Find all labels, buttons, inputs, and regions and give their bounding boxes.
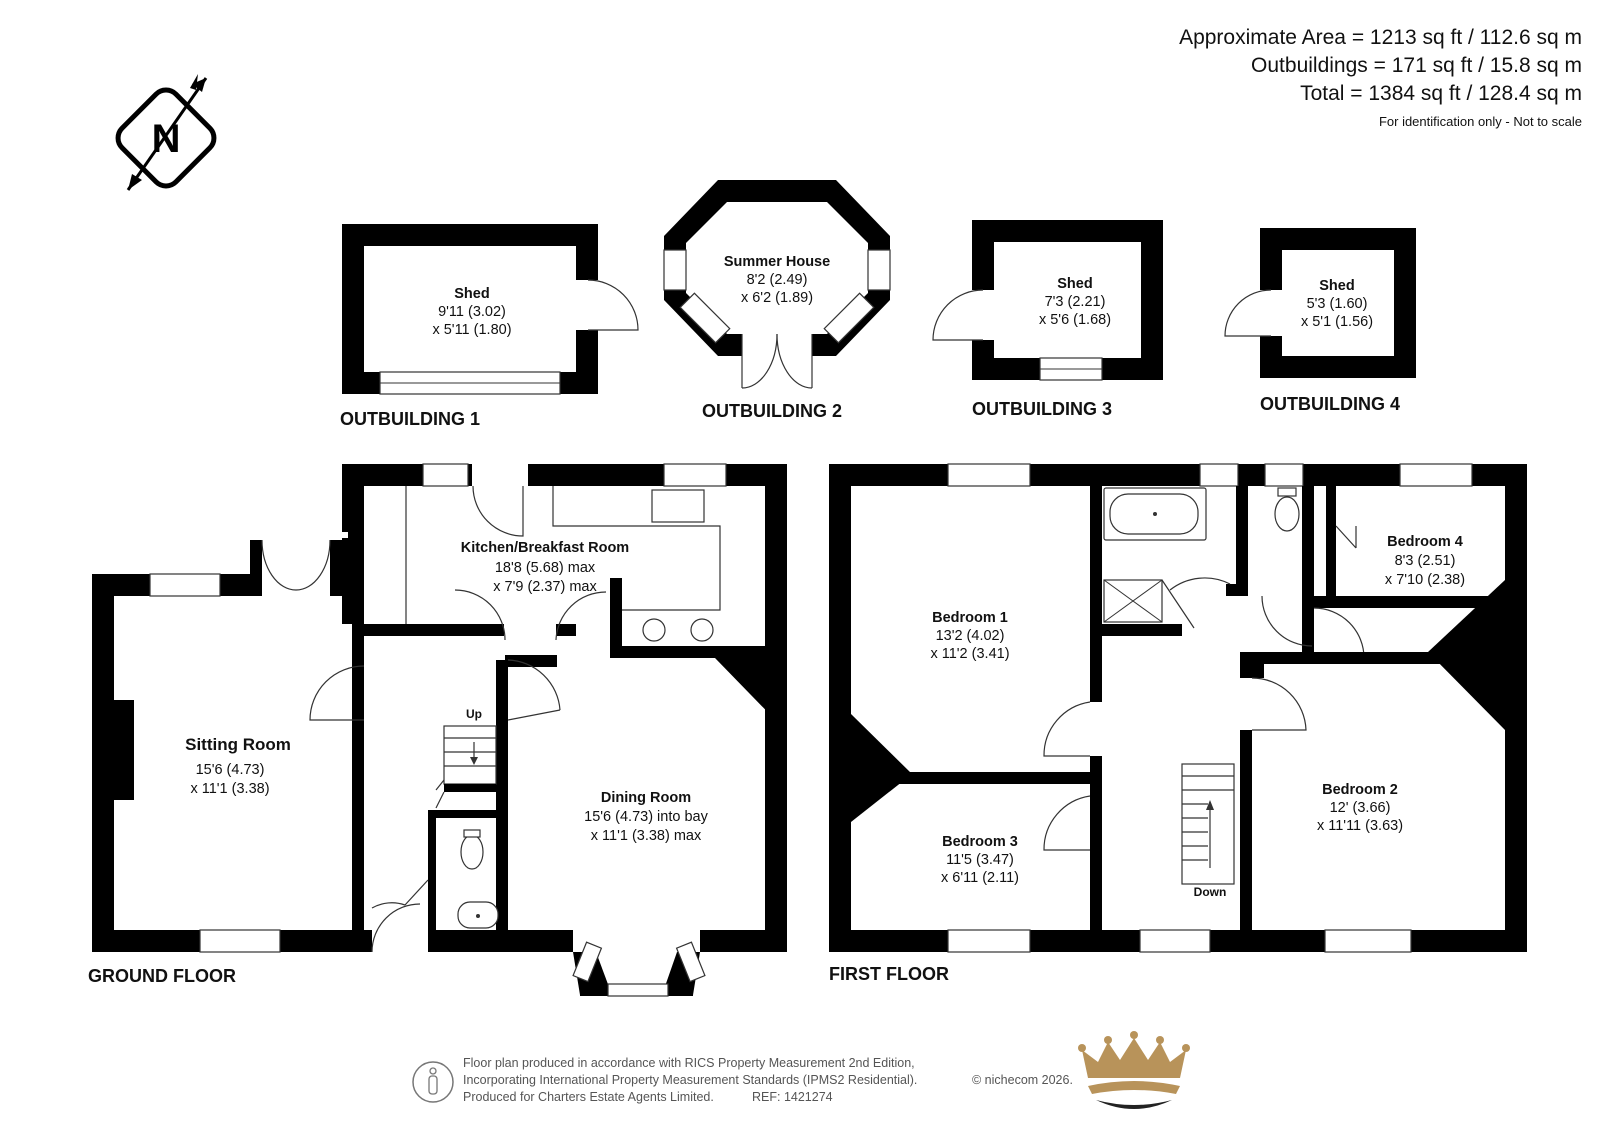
footer-line-2: Incorporating International Property Mea…	[463, 1073, 917, 1087]
outbuilding-2-dim2: x 6'2 (1.89)	[741, 290, 813, 306]
bedroom-1-dim1: 13'2 (4.02)	[936, 628, 1005, 644]
bedroom-1-dim2: x 11'2 (3.41)	[930, 646, 1009, 662]
footer-ref: REF: 1421274	[752, 1090, 833, 1104]
dining-room-name: Dining Room	[601, 790, 691, 806]
outbuilding-2-dim1: 8'2 (2.49)	[747, 272, 808, 288]
outbuilding-4-name: Shed	[1319, 278, 1354, 294]
footer: Floor plan produced in accordance with R…	[412, 1031, 1190, 1109]
bedroom-3-name: Bedroom 3	[942, 834, 1018, 850]
outbuilding-1-label: OUTBUILDING 1	[340, 409, 480, 429]
outbuilding-4-dim1: 5'3 (1.60)	[1307, 296, 1368, 312]
kitchen-dim1: 18'8 (5.68) max	[495, 560, 596, 576]
person-icon	[412, 1061, 454, 1103]
outbuildings-area: Outbuildings = 171 sq ft / 15.8 sq m	[1251, 54, 1582, 77]
first-floor-plan: Down Bedroom 1 13'2 (4.02) x 11'2 (3.41)…	[829, 463, 1527, 984]
outbuilding-3-name: Shed	[1057, 276, 1092, 292]
approximate-area: Approximate Area = 1213 sq ft / 112.6 sq…	[1179, 26, 1582, 49]
kitchen-dim2: x 7'9 (2.37) max	[493, 579, 597, 595]
compass-letter: N	[152, 117, 181, 161]
first-stairs-label: Down	[1194, 885, 1227, 899]
bedroom-4-dim2: x 7'10 (2.38)	[1385, 572, 1465, 588]
crown-logo	[1078, 1031, 1190, 1109]
footer-line-3: Produced for Charters Estate Agents Limi…	[463, 1090, 714, 1104]
dining-room-dim1: 15'6 (4.73) into bay	[584, 809, 708, 825]
outbuilding-2: Summer House 8'2 (2.49) x 6'2 (1.89) OUT…	[663, 180, 891, 421]
outbuilding-1-name: Shed	[454, 286, 489, 302]
dining-room-dim2: x 11'1 (3.38) max	[591, 828, 702, 844]
bedroom-2-dim2: x 11'11 (3.63)	[1317, 818, 1403, 834]
outbuilding-1-dim2: x 5'11 (1.80)	[432, 322, 511, 338]
footer-copyright: © nichecom 2026.	[972, 1073, 1073, 1087]
bedroom-3-dim2: x 6'11 (2.11)	[941, 870, 1019, 886]
area-summary: Approximate Area = 1213 sq ft / 112.6 sq…	[1179, 26, 1582, 129]
bedroom-2-dim1: 12' (3.66)	[1330, 800, 1391, 816]
first-floor-label: FIRST FLOOR	[829, 964, 949, 984]
bedroom-2-name: Bedroom 2	[1322, 782, 1398, 798]
outbuilding-1: Shed 9'11 (3.02) x 5'11 (1.80) OUTBUILDI…	[340, 224, 639, 429]
bedroom-4-dim1: 8'3 (2.51)	[1395, 553, 1456, 569]
outbuilding-3-dim2: x 5'6 (1.68)	[1039, 312, 1111, 328]
outbuilding-3: Shed 7'3 (2.21) x 5'6 (1.68) OUTBUILDING…	[932, 220, 1163, 419]
north-compass-icon: N	[115, 74, 217, 191]
ground-floor-plan: Up Kitchen/Breakfast Room 18'8 (5.68) ma…	[88, 462, 787, 997]
total-area: Total = 1384 sq ft / 128.4 sq m	[1300, 82, 1582, 105]
ground-floor-label: GROUND FLOOR	[88, 966, 236, 986]
scale-note: For identification only - Not to scale	[1379, 114, 1582, 129]
outbuilding-4-label: OUTBUILDING 4	[1260, 394, 1400, 414]
bedroom-4-name: Bedroom 4	[1387, 534, 1463, 550]
bedroom-1-name: Bedroom 1	[932, 610, 1008, 626]
ground-stairs-label: Up	[466, 707, 482, 721]
bedroom-3-dim1: 11'5 (3.47)	[946, 852, 1014, 868]
outbuilding-4: Shed 5'3 (1.60) x 5'1 (1.56) OUTBUILDING…	[1224, 228, 1416, 414]
outbuilding-4-dim2: x 5'1 (1.56)	[1301, 314, 1373, 330]
footer-line-1: Floor plan produced in accordance with R…	[463, 1056, 915, 1070]
outbuilding-3-label: OUTBUILDING 3	[972, 399, 1112, 419]
kitchen-name: Kitchen/Breakfast Room	[461, 540, 629, 556]
outbuilding-1-dim1: 9'11 (3.02)	[438, 304, 506, 320]
outbuilding-2-name: Summer House	[724, 254, 830, 270]
sitting-room-dim2: x 11'1 (3.38)	[190, 781, 269, 797]
outbuilding-2-label: OUTBUILDING 2	[702, 401, 842, 421]
sitting-room-dim1: 15'6 (4.73)	[196, 762, 265, 778]
sitting-room-name: Sitting Room	[185, 735, 291, 754]
outbuilding-3-dim1: 7'3 (2.21)	[1045, 294, 1106, 310]
